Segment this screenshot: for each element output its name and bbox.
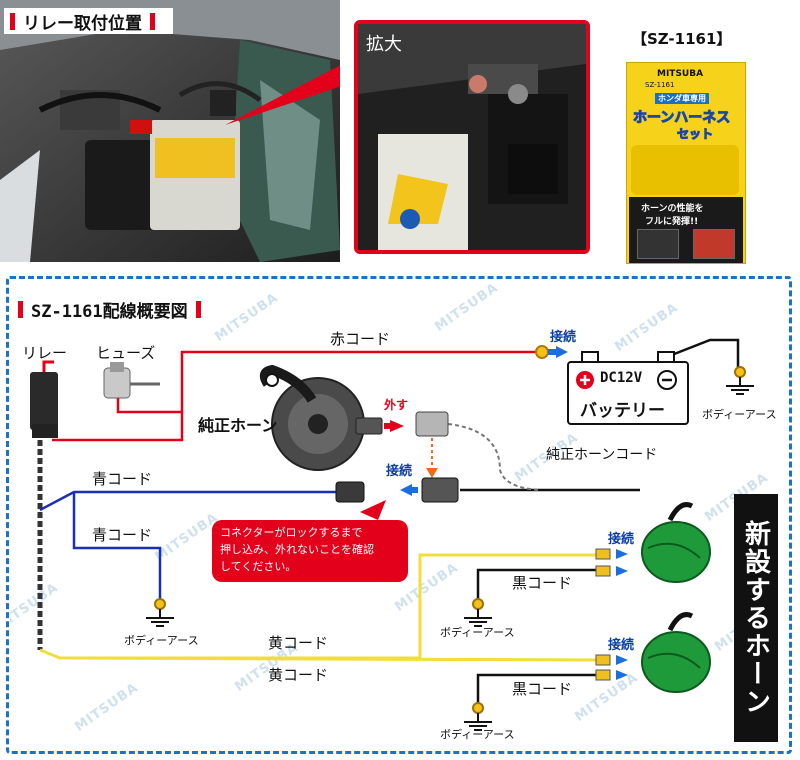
relay-location-title-text: リレー取付位置 — [23, 13, 142, 34]
red-wire — [52, 345, 549, 442]
battery-icon — [567, 351, 689, 425]
new-horn-icon — [595, 502, 711, 583]
product-code: 【SZ-1161】 — [632, 30, 732, 48]
battery-ground-wire — [663, 338, 740, 368]
new-horn-icon — [595, 612, 711, 693]
engine-bay-photo — [0, 0, 340, 262]
horn2-connect-label: 接続 — [608, 638, 635, 653]
red-marker-icon — [10, 12, 15, 30]
stock-horn-cord-label: 純正ホーンコード — [546, 447, 658, 463]
battery-voltage: DC12V — [600, 370, 643, 386]
stock-horn-cord — [447, 423, 640, 492]
new-horn-title: 新設するホーン — [740, 520, 771, 716]
package-relay-image — [637, 229, 679, 259]
connect-arrow-icon — [556, 346, 568, 358]
ground-symbol-icon — [146, 598, 174, 627]
package-harness-image — [693, 229, 735, 259]
connect-arrow-icon — [616, 655, 628, 665]
black-wire — [476, 568, 596, 705]
stock-horn-connector-icon — [355, 417, 383, 435]
red-marker-icon — [150, 12, 155, 30]
stock-horn-label: 純正ホーン — [198, 416, 278, 435]
connect-arrow-icon — [616, 566, 628, 576]
battery-connect-label: 接続 — [550, 330, 577, 345]
connect-arrow-icon — [616, 549, 628, 559]
package-model: SZ-1161 — [645, 81, 675, 89]
move-arrow-icon — [426, 468, 438, 478]
product-package: MITSUBA SZ-1161 ホンダ車専用 ホーンハーネス セット ホーンの性… — [626, 62, 746, 264]
ground-symbol-icon — [726, 366, 754, 395]
connect-arrow-icon — [412, 487, 418, 493]
relay-location-title: リレー取付位置 — [4, 8, 173, 34]
note-line-2: 押し込み、外れないことを確認 — [220, 543, 374, 556]
battery-label: バッテリー — [580, 401, 665, 421]
diagram-title: SZ-1161配線概要図 — [12, 296, 215, 322]
black-cord-label-1: 黒コード — [512, 574, 573, 592]
yellow-wire — [39, 553, 597, 662]
package-brand: MITSUBA — [657, 69, 704, 79]
ground-symbol-icon — [464, 598, 492, 627]
package-tagline-box: ホーンの性能を フルに発揮!! — [629, 197, 743, 263]
package-subtitle: ホンダ車専用 — [655, 93, 709, 104]
blue-ground-label: ボディーアース — [124, 634, 199, 647]
disconnect-label: 外す — [384, 398, 409, 412]
note-line-1: コネクターがロックするまで — [220, 526, 363, 539]
package-name-line2: セット — [676, 127, 714, 142]
yellow-cord-label-2: 黄コード — [268, 666, 329, 684]
fuse-icon — [103, 362, 182, 414]
package-name-line1: ホーンハーネス — [632, 110, 731, 127]
relay-icon — [30, 360, 58, 438]
red-cord-label: 赤コード — [330, 330, 391, 348]
horn1-connect-label: 接続 — [608, 532, 635, 547]
zoom-photo: 拡大 — [354, 20, 590, 254]
new-horn-title-box: 新設するホーン — [734, 494, 778, 742]
black-cord-label-2: 黒コード — [512, 680, 573, 698]
disconnect-arrow-icon — [384, 423, 390, 429]
note-line-3: してください。 — [220, 560, 297, 573]
package-car-graphic — [631, 145, 739, 195]
red-marker-icon — [195, 300, 201, 318]
note-pointer — [360, 500, 386, 520]
battery-ground-label: ボディーアース — [702, 408, 777, 421]
package-tagline-2: フルに発揮!! — [645, 217, 699, 227]
disconnect-arrow-icon — [390, 420, 404, 432]
connect-arrow-icon — [616, 670, 628, 680]
blue-cord-label-1: 青コード — [92, 470, 153, 488]
horn1-ground-label: ボディーアース — [440, 626, 515, 639]
stock-horn-icon — [259, 364, 365, 471]
fuse-label: ヒューズ — [96, 344, 156, 362]
red-marker-icon — [18, 300, 23, 318]
package-tagline-1: ホーンの性能を — [641, 204, 704, 214]
yellow-cord-label-1: 黄コード — [268, 634, 329, 652]
harness-connector-icon — [415, 411, 449, 437]
zoom-label: 拡大 — [366, 34, 402, 55]
blue-connect-label: 接続 — [386, 464, 413, 479]
diagram-title-text: SZ-1161配線概要図 — [31, 301, 188, 322]
connect-arrow-icon — [548, 349, 556, 355]
blue-cord-connector-icon — [335, 481, 365, 503]
ground-symbol-icon — [464, 702, 492, 731]
harness-connector-icon — [421, 477, 459, 503]
connector-note: コネクターがロックするまで 押し込み、外れないことを確認 してください。 — [212, 520, 408, 582]
relay-label: リレー — [22, 344, 68, 362]
connect-arrow-icon — [400, 484, 412, 496]
blue-cord-label-2: 青コード — [92, 526, 153, 544]
horn2-ground-label: ボディーアース — [440, 728, 515, 741]
blue-wire — [39, 490, 350, 600]
